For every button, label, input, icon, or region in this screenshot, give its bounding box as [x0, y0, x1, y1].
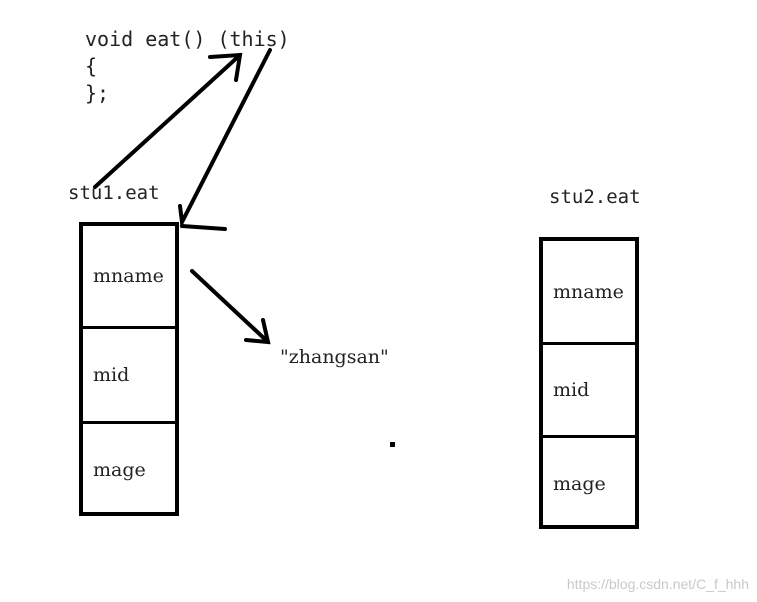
- stu1-field-mage: mage: [83, 421, 175, 516]
- line-this-to-stu1: [178, 48, 272, 229]
- watermark: https://blog.csdn.net/C_f_hhh: [566, 576, 749, 592]
- code-line-open-brace: {: [85, 54, 98, 78]
- code-line-close-brace: };: [85, 81, 110, 105]
- stu2-field-mage: mage: [543, 435, 635, 529]
- stu2-object-box: mname mid mage: [539, 237, 639, 529]
- code-snippet: void eat() (this) { };: [85, 26, 290, 107]
- arrow-stu1-to-method: [93, 53, 242, 189]
- stu2-field-mname: mname: [553, 280, 624, 303]
- arrowhead-mname-to-string: [244, 318, 271, 345]
- stu1-field-mid: mid: [83, 326, 175, 421]
- stu1-object-box: mname mid mage: [79, 222, 179, 516]
- arrowhead-stu1-to-method: [208, 52, 243, 82]
- stu1-field-mname: mname: [93, 265, 164, 287]
- string-value-zhangsan: "zhangsan": [280, 346, 389, 368]
- stu2-field-mid: mid: [543, 342, 635, 435]
- tick-this-to-stu1: [180, 224, 227, 231]
- code-line-signature: void eat() (this): [85, 27, 290, 51]
- stray-dot: [390, 442, 395, 447]
- stu2-label: stu2.eat: [549, 186, 641, 208]
- stu1-label: stu1.eat: [68, 182, 160, 204]
- arrow-mname-to-string: [190, 269, 270, 344]
